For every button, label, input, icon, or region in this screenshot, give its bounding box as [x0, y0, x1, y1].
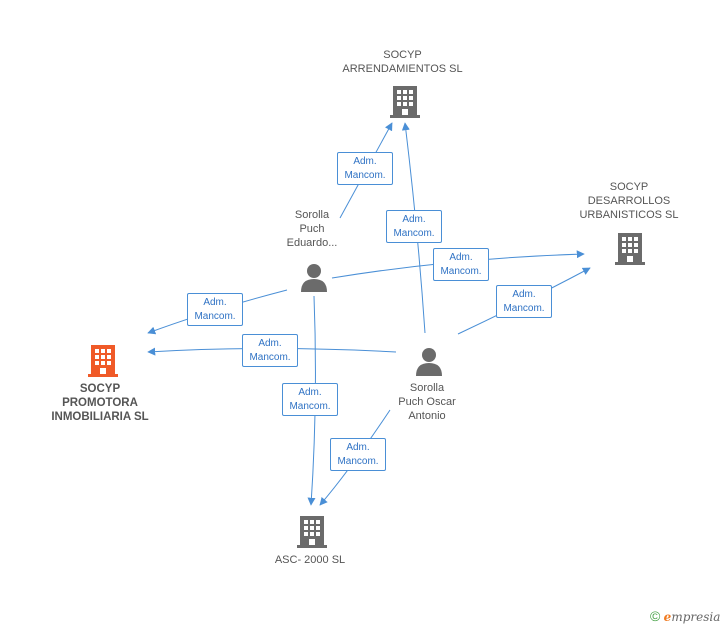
edge-badge-oscar-desarrollos: Adm. Mancom.: [496, 285, 552, 318]
copyright-icon: ©: [650, 608, 661, 624]
node-label-arrendamientos[interactable]: SOCYP ARRENDAMIENTOS SL: [342, 49, 463, 75]
person-icon-oscar[interactable]: [414, 346, 444, 376]
edge-badge-eduardo-asc: Adm. Mancom.: [282, 383, 338, 416]
node-label-eduardo[interactable]: Sorolla Puch Eduardo...: [286, 209, 338, 249]
node-label-promotora[interactable]: SOCYP PROMOTORA INMOBILIARIA SL: [51, 383, 149, 423]
person-icon-eduardo[interactable]: [299, 262, 329, 292]
brand-initial: e: [663, 610, 672, 624]
building-icon-promotora[interactable]: [88, 343, 118, 377]
building-icon-asc[interactable]: [297, 514, 327, 548]
building-icon-desarrollos[interactable]: [615, 231, 645, 265]
edge-badge-eduardo-promotora: Adm. Mancom.: [187, 293, 243, 326]
edge-badge-eduardo-desarrollos: Adm. Mancom.: [433, 248, 489, 281]
copyright-brand[interactable]: © empresia: [650, 608, 720, 624]
edge-badge-oscar-asc: Adm. Mancom.: [330, 438, 386, 471]
edge-badge-eduardo-arrendamientos: Adm. Mancom.: [337, 152, 393, 185]
edge-badge-oscar-promotora: Adm. Mancom.: [242, 334, 298, 367]
node-label-oscar[interactable]: Sorolla Puch Oscar Antonio: [398, 382, 456, 422]
node-label-asc[interactable]: ASC- 2000 SL: [274, 554, 346, 566]
node-label-desarrollos[interactable]: SOCYP DESARROLLOS URBANISTICOS SL: [579, 181, 679, 221]
edge-badge-oscar-arrendamientos: Adm. Mancom.: [386, 210, 442, 243]
brand-name: mpresia: [671, 610, 721, 624]
building-icon-arrendamientos[interactable]: [390, 84, 420, 118]
